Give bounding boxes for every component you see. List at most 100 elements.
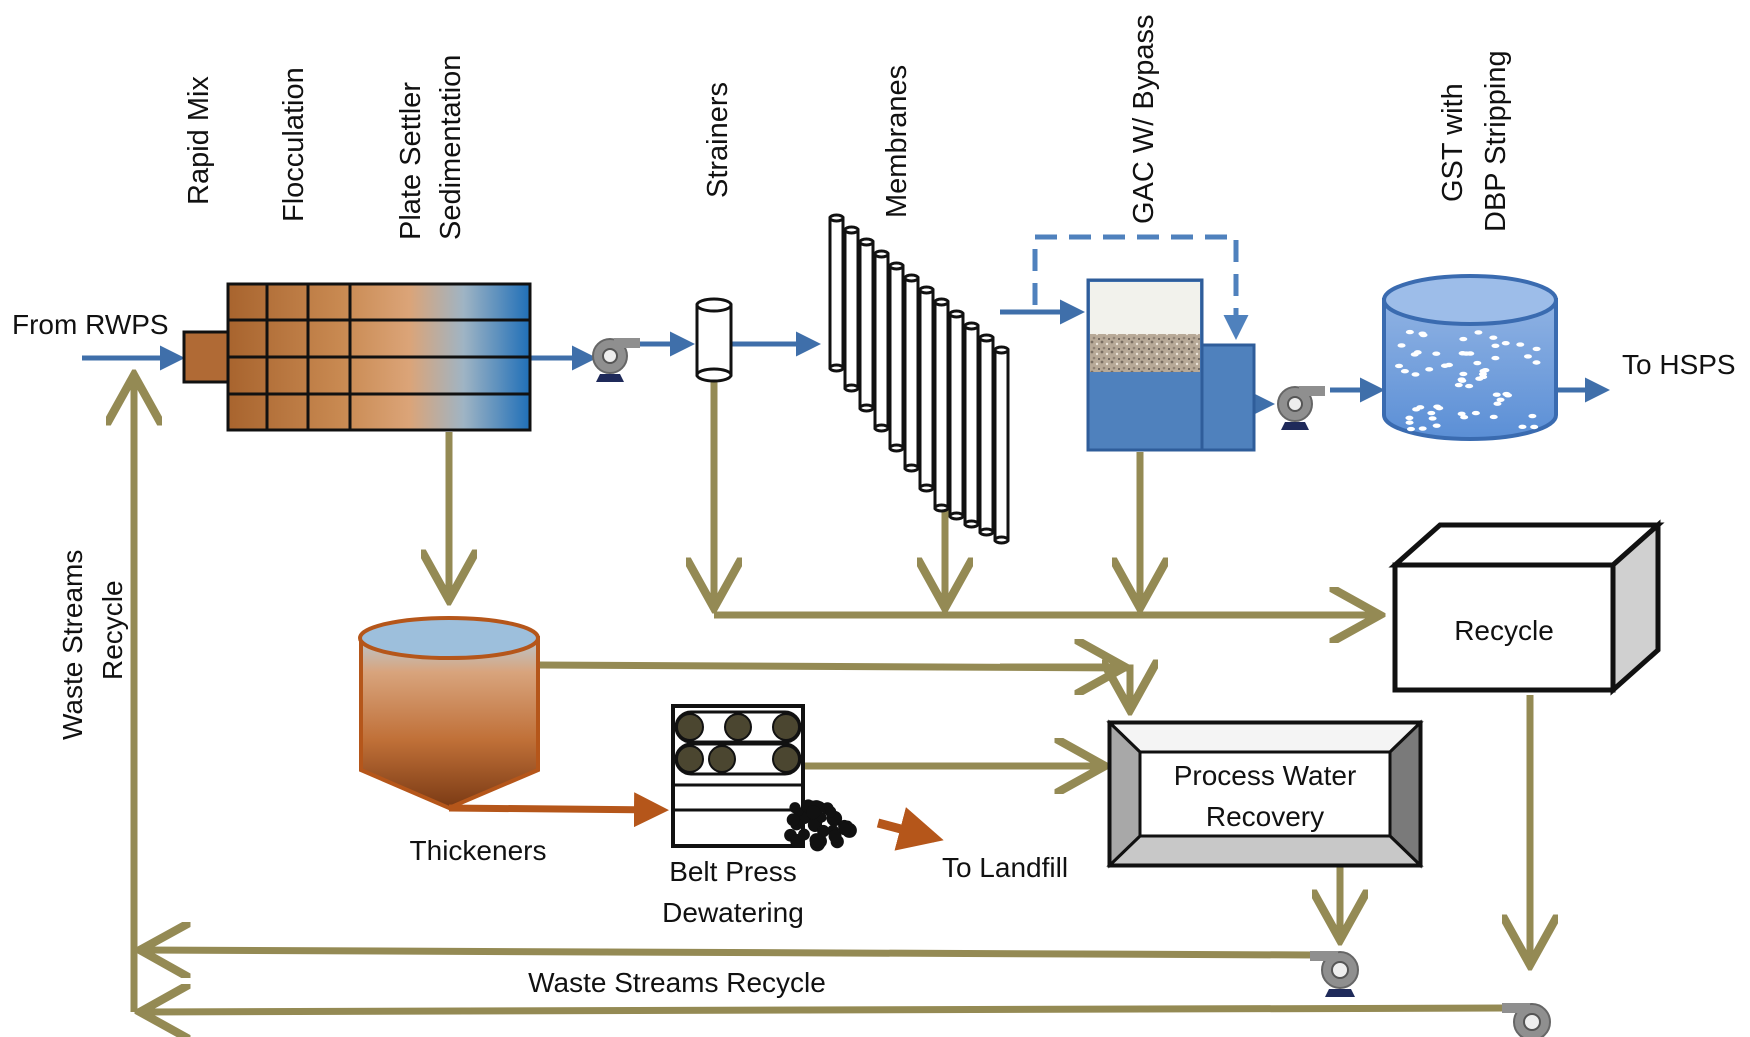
bubble [1454, 382, 1463, 388]
recycle-box [1388, 519, 1665, 696]
bubble [1412, 407, 1421, 412]
bubble [1432, 351, 1441, 356]
membrane-tube [948, 309, 965, 521]
bubble [1405, 420, 1414, 425]
bubble [1532, 360, 1541, 365]
bubble [1425, 367, 1434, 372]
gac-bypass-line [1032, 234, 1249, 340]
membrane-tube [888, 261, 905, 453]
label-flocculation: Flocculation [278, 67, 310, 222]
label-to-landfill: To Landfill [942, 852, 1068, 883]
label-gac: GAC W/ Bypass [1128, 15, 1160, 225]
bubble [1457, 411, 1466, 417]
bubble [1459, 336, 1468, 342]
membrane-tube [858, 237, 875, 413]
bubble [1471, 410, 1480, 416]
cake-pellet [828, 829, 842, 843]
belt-press [671, 704, 805, 848]
bubble [1457, 377, 1466, 382]
sludge-cake [784, 799, 857, 852]
bubble [1530, 424, 1539, 430]
label-plate-settler: Plate Settler [395, 82, 427, 240]
membrane-tube [993, 345, 1010, 545]
sedimentation-basin [226, 282, 532, 432]
bubble [1479, 374, 1488, 380]
strainer-cylinder [695, 297, 733, 383]
process-water-box [1106, 719, 1424, 869]
rapid-mix-inlet [182, 330, 230, 384]
pump-icon [1502, 1003, 1551, 1037]
label-waste-streams-left: Waste Streams [57, 550, 88, 740]
bubble [1516, 342, 1525, 347]
cake-pellet [798, 828, 810, 841]
membrane-tube [903, 273, 920, 473]
bubble [1433, 404, 1442, 409]
bubble [1460, 415, 1469, 420]
label-rapid-mix: Rapid Mix [183, 76, 215, 205]
label-belt-press: Belt Press [669, 856, 797, 887]
bubble [1501, 340, 1510, 346]
pump-icon [592, 338, 640, 382]
cake-pellet [806, 805, 821, 820]
bubble [1405, 329, 1414, 335]
membrane-tubes [828, 213, 1010, 545]
cake-pellet [825, 806, 837, 818]
bubble [1440, 363, 1449, 368]
bubble [1418, 331, 1427, 336]
label-to-hsps: To HSPS [1622, 349, 1736, 380]
membrane-tube [873, 249, 890, 433]
cake-pellet [789, 802, 801, 814]
label-dewatering: Dewatering [662, 897, 804, 928]
waste-lines [134, 368, 1530, 1012]
water-lines [82, 299, 1610, 417]
bubble [1518, 424, 1527, 430]
pump-icon [1310, 951, 1359, 997]
bubble [1400, 369, 1409, 374]
pump-icon [1277, 386, 1325, 430]
bubble [1502, 391, 1511, 397]
sludge-line [448, 792, 669, 828]
label-strainers: Strainers [702, 82, 734, 198]
bubble [1491, 355, 1500, 361]
bubble [1491, 343, 1500, 348]
bubble [1492, 392, 1501, 397]
bubble [1418, 426, 1427, 431]
label-dbp-stripping: DBP Stripping [1480, 50, 1512, 232]
membrane-tube [933, 297, 950, 513]
bubble [1493, 401, 1502, 406]
gac-contactor [1086, 278, 1256, 452]
label-membranes: Membranes [881, 65, 913, 218]
cake-line [876, 807, 944, 851]
label-recycle: Recycle [1454, 615, 1554, 646]
label-recovery: Recovery [1206, 801, 1324, 832]
bubble [1397, 343, 1406, 348]
label-from-rwps: From RWPS [12, 309, 169, 340]
membrane-tube [978, 333, 995, 537]
label-gst: GST with [1437, 83, 1469, 202]
bubble [1496, 397, 1505, 402]
bubble [1428, 416, 1437, 421]
bubble [1474, 330, 1483, 335]
bubble [1489, 414, 1498, 420]
bubble [1406, 426, 1415, 432]
bubble [1427, 410, 1436, 416]
membrane-tube [918, 285, 935, 493]
bubble [1395, 363, 1404, 369]
label-thickeners: Thickeners [410, 835, 547, 866]
bubble [1523, 354, 1532, 359]
bubble [1405, 415, 1414, 421]
bubble [1489, 335, 1498, 340]
label-process-water: Process Water [1174, 760, 1357, 791]
label-sedimentation: Sedimentation [435, 55, 467, 240]
bubble [1462, 351, 1471, 356]
membrane-tube [828, 213, 845, 373]
label-waste-streams-bottom: Waste Streams Recycle [528, 967, 826, 998]
gst-storage-tank [1382, 274, 1558, 441]
membrane-tube [963, 321, 980, 529]
bubble [1413, 350, 1422, 355]
cake-pellet [838, 822, 851, 836]
bubble [1532, 346, 1541, 352]
bubble [1481, 367, 1490, 373]
bubble [1459, 371, 1468, 377]
bubble [1473, 360, 1482, 366]
